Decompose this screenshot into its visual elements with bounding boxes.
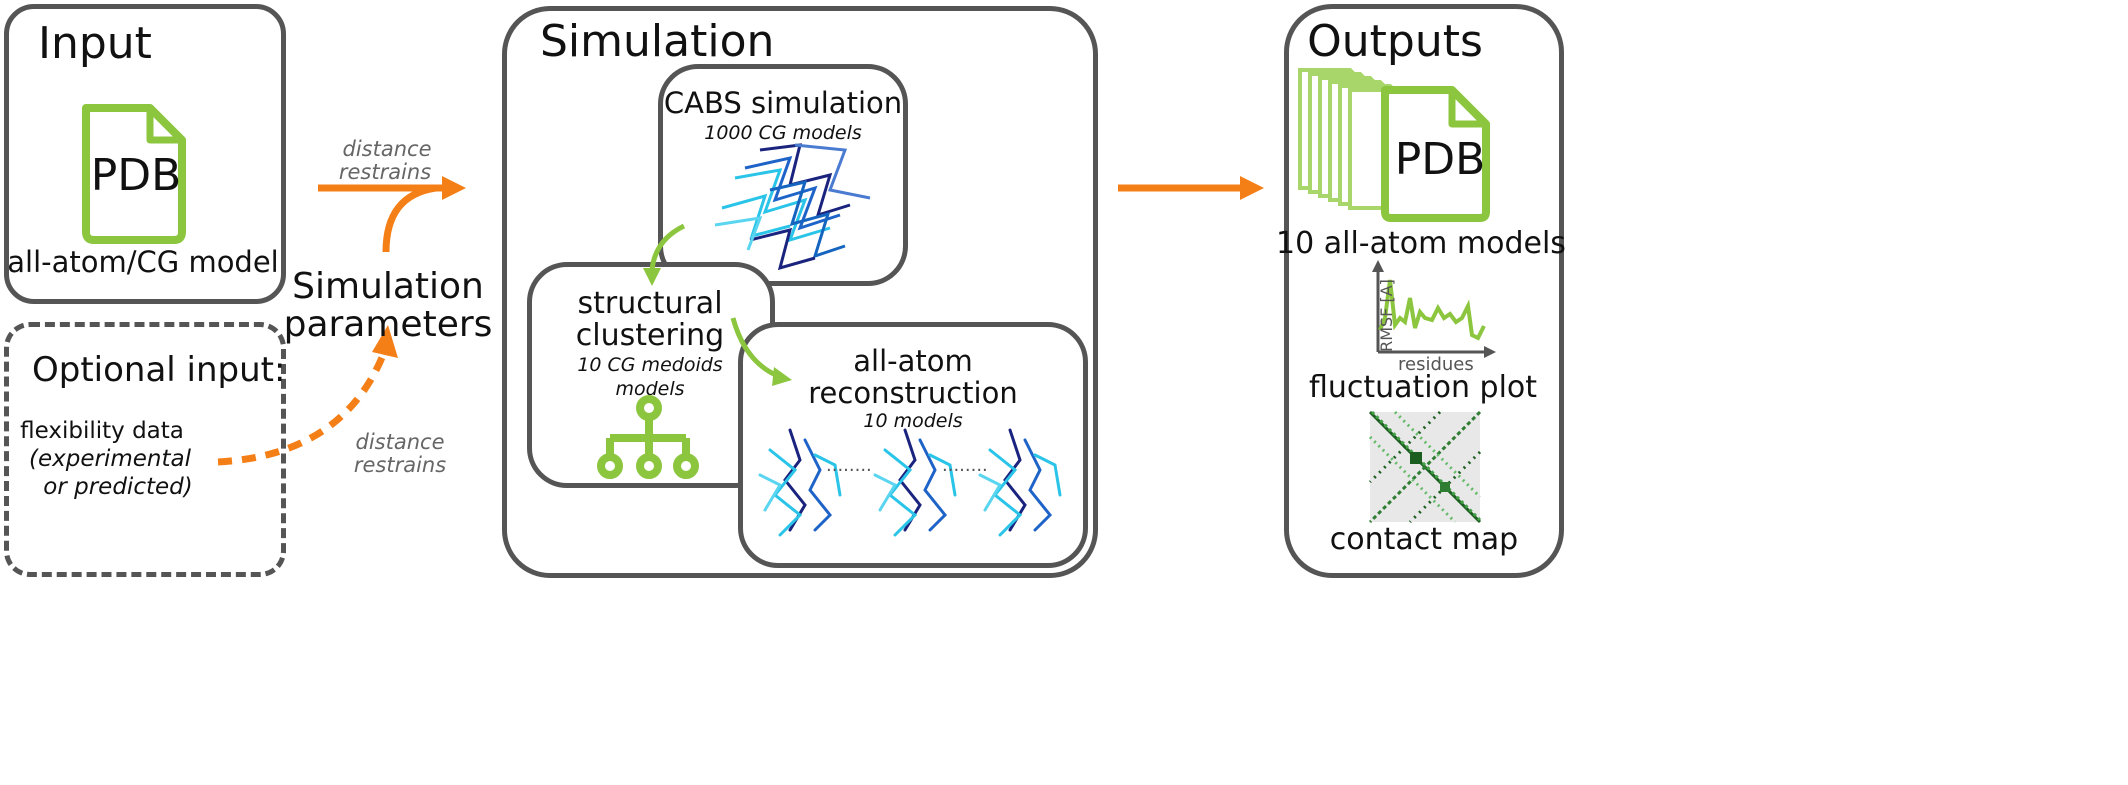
contact-caption: contact map (1329, 522, 1519, 557)
ellipsis-right: ........ (942, 455, 988, 476)
recon-sub: 10 models (863, 410, 963, 432)
cluster-line2: clustering (575, 318, 725, 353)
optional-input-panel (4, 322, 286, 577)
params-line2: parameters (283, 304, 493, 345)
dashed-restraints-arrow (217, 348, 389, 466)
restraints-top-1: distance (342, 137, 432, 161)
restraints-bottom-1: distance (355, 430, 445, 454)
restraints-bottom-2: restrains (353, 453, 447, 477)
rmsf-xlabel: residues (1398, 354, 1474, 375)
optional-line3: or predicted) (43, 474, 193, 500)
input-title: Input (38, 18, 152, 69)
outputs-title: Outputs (1307, 16, 1483, 67)
simulation-title: Simulation (540, 16, 775, 67)
ellipsis-left: ........ (826, 455, 872, 476)
cluster-sub1: 10 CG medoids (577, 354, 723, 376)
optional-line1: flexibility data (20, 418, 184, 444)
cluster-sub2: models (615, 378, 685, 400)
fluct-caption: fluctuation plot (1308, 370, 1538, 405)
params-curve-arrow (382, 184, 437, 253)
cluster-line1: structural (577, 286, 723, 321)
optional-line2: (experimental (29, 446, 191, 472)
outputs-pdb-label: PDB (1394, 134, 1486, 185)
recon-line1: all-atom (853, 344, 973, 378)
input-caption: all-atom/CG model (7, 245, 279, 279)
input-pdb-label: PDB (90, 150, 182, 201)
models-caption: 10 all-atom models (1276, 226, 1566, 261)
optional-input-title: Optional input: (32, 350, 286, 390)
cabs-title: CABS simulation (663, 86, 903, 120)
restraints-top-2: restrains (338, 160, 432, 184)
cabs-sub: 1000 CG models (704, 122, 862, 144)
params-line1: Simulation (292, 266, 484, 307)
recon-line2: reconstruction (808, 376, 1018, 410)
